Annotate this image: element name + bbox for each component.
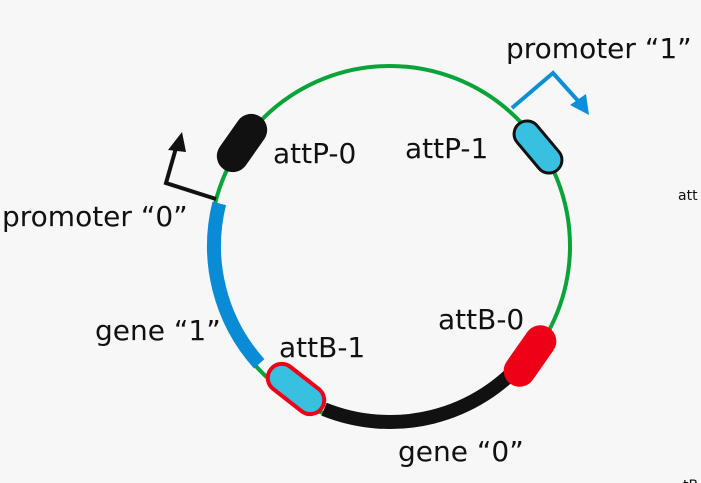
cutoff-label-right: att [678,188,698,204]
attP-1-label: attP-1 [405,132,488,165]
promoter-0-label: promoter “0” [2,200,188,233]
attB-1-site [265,361,327,417]
attB-0-label: attB-0 [438,303,524,336]
cutoff-label-bottom-right: tB [683,478,698,483]
attB-1-label: attB-1 [279,331,365,364]
attP-0-site [216,113,268,173]
gene-1-label: gene “1” [95,314,221,347]
promoter-1-arrow-icon [510,70,589,115]
gene-1-arc [207,201,265,369]
gene-0-label: gene “0” [398,435,524,468]
gene-0-arc [321,354,531,429]
promoter-1-label: promoter “1” [506,32,692,65]
attP-0-label: attP-0 [273,137,356,170]
attP-1-site [512,119,564,175]
attB-0-site [503,325,557,387]
promoter-0-arrow-icon [163,132,217,201]
